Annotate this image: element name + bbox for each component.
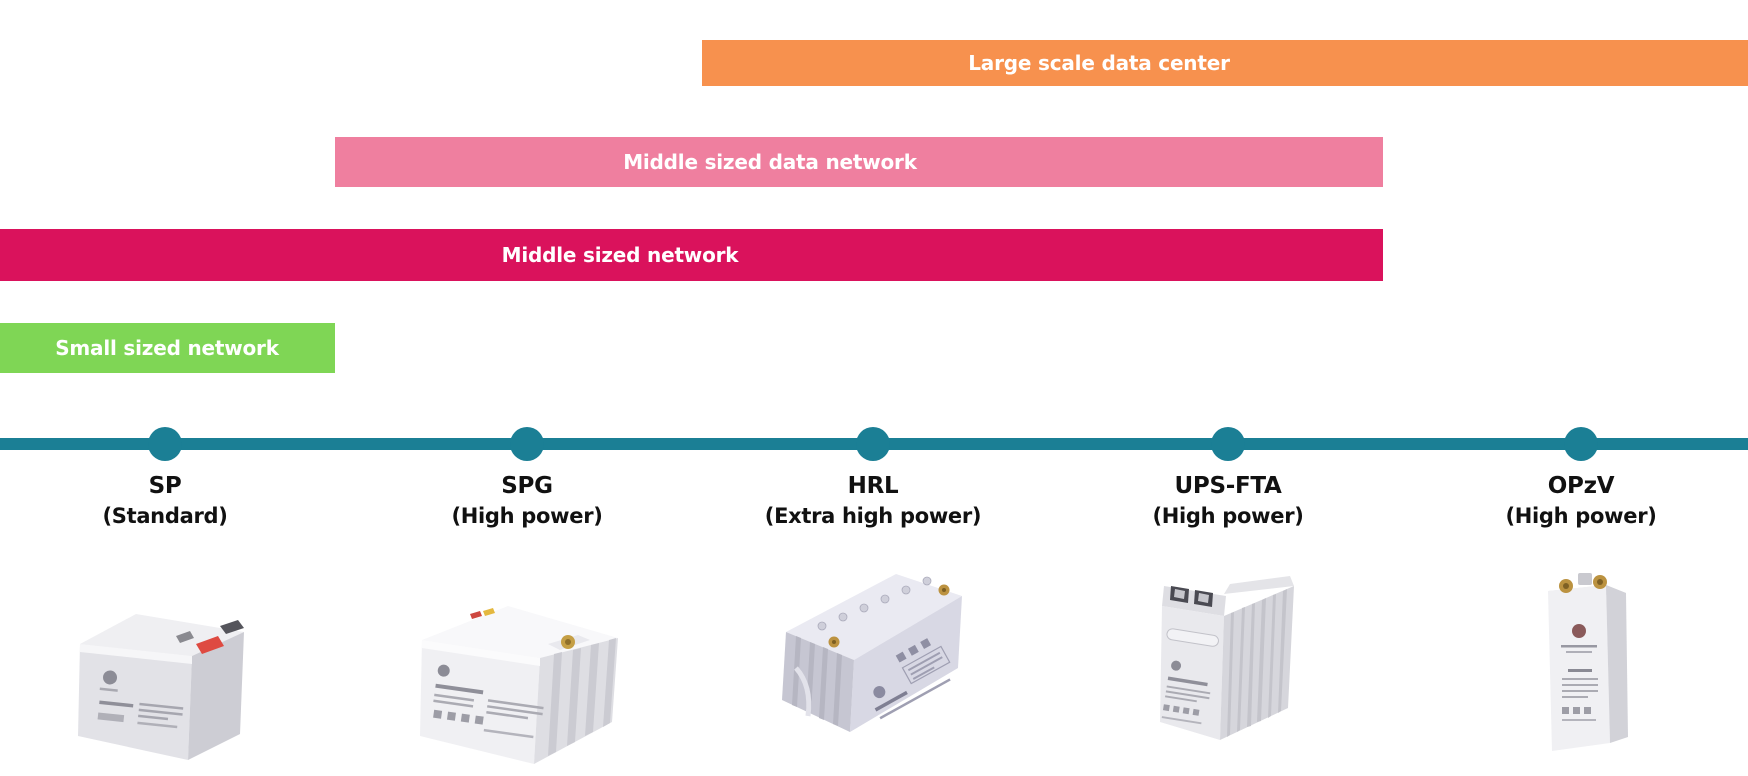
bar-large-scale-data-center: Large scale data center xyxy=(702,40,1748,86)
timeline-dot-opzv xyxy=(1564,427,1598,461)
opzv-battery-image xyxy=(1548,573,1628,751)
product-name: SP xyxy=(148,473,182,499)
product-name: SPG xyxy=(501,473,553,499)
product-type: (Standard) xyxy=(102,504,228,528)
bar-label-middle-sized-network: Middle sized network xyxy=(501,243,739,267)
product-type: (High power) xyxy=(1505,504,1657,528)
product-name: OPzV xyxy=(1547,473,1615,499)
bar-middle-sized-network: Middle sized network xyxy=(0,229,1383,281)
ups-fta-battery-image xyxy=(1160,576,1294,740)
bar-label-small-sized-network: Small sized network xyxy=(55,336,279,360)
bar-label-large-scale-data-center: Large scale data center xyxy=(968,51,1230,75)
product-name: HRL xyxy=(847,473,899,499)
product-label-opzv: OPzV (High power) xyxy=(1421,471,1741,531)
timeline-dot-spg xyxy=(510,427,544,461)
timeline-dot-sp xyxy=(148,427,182,461)
product-type: (High power) xyxy=(451,504,603,528)
product-label-ups-fta: UPS-FTA (High power) xyxy=(1068,471,1388,531)
product-type: (High power) xyxy=(1152,504,1304,528)
timeline-dot-ups-fta xyxy=(1211,427,1245,461)
bar-label-middle-sized-data-network: Middle sized data network xyxy=(623,150,917,174)
product-label-hrl: HRL (Extra high power) xyxy=(713,471,1033,531)
hrl-battery-image xyxy=(782,574,962,732)
product-label-sp: SP (Standard) xyxy=(5,471,325,531)
sp-battery-image xyxy=(78,614,244,760)
product-type: (Extra high power) xyxy=(764,504,982,528)
product-name: UPS-FTA xyxy=(1174,473,1282,499)
timeline-dot-hrl xyxy=(856,427,890,461)
spg-battery-image xyxy=(420,606,618,764)
bar-middle-sized-data-network: Middle sized data network xyxy=(335,137,1383,187)
product-label-spg: SPG (High power) xyxy=(367,471,687,531)
bar-small-sized-network: Small sized network xyxy=(0,323,335,373)
